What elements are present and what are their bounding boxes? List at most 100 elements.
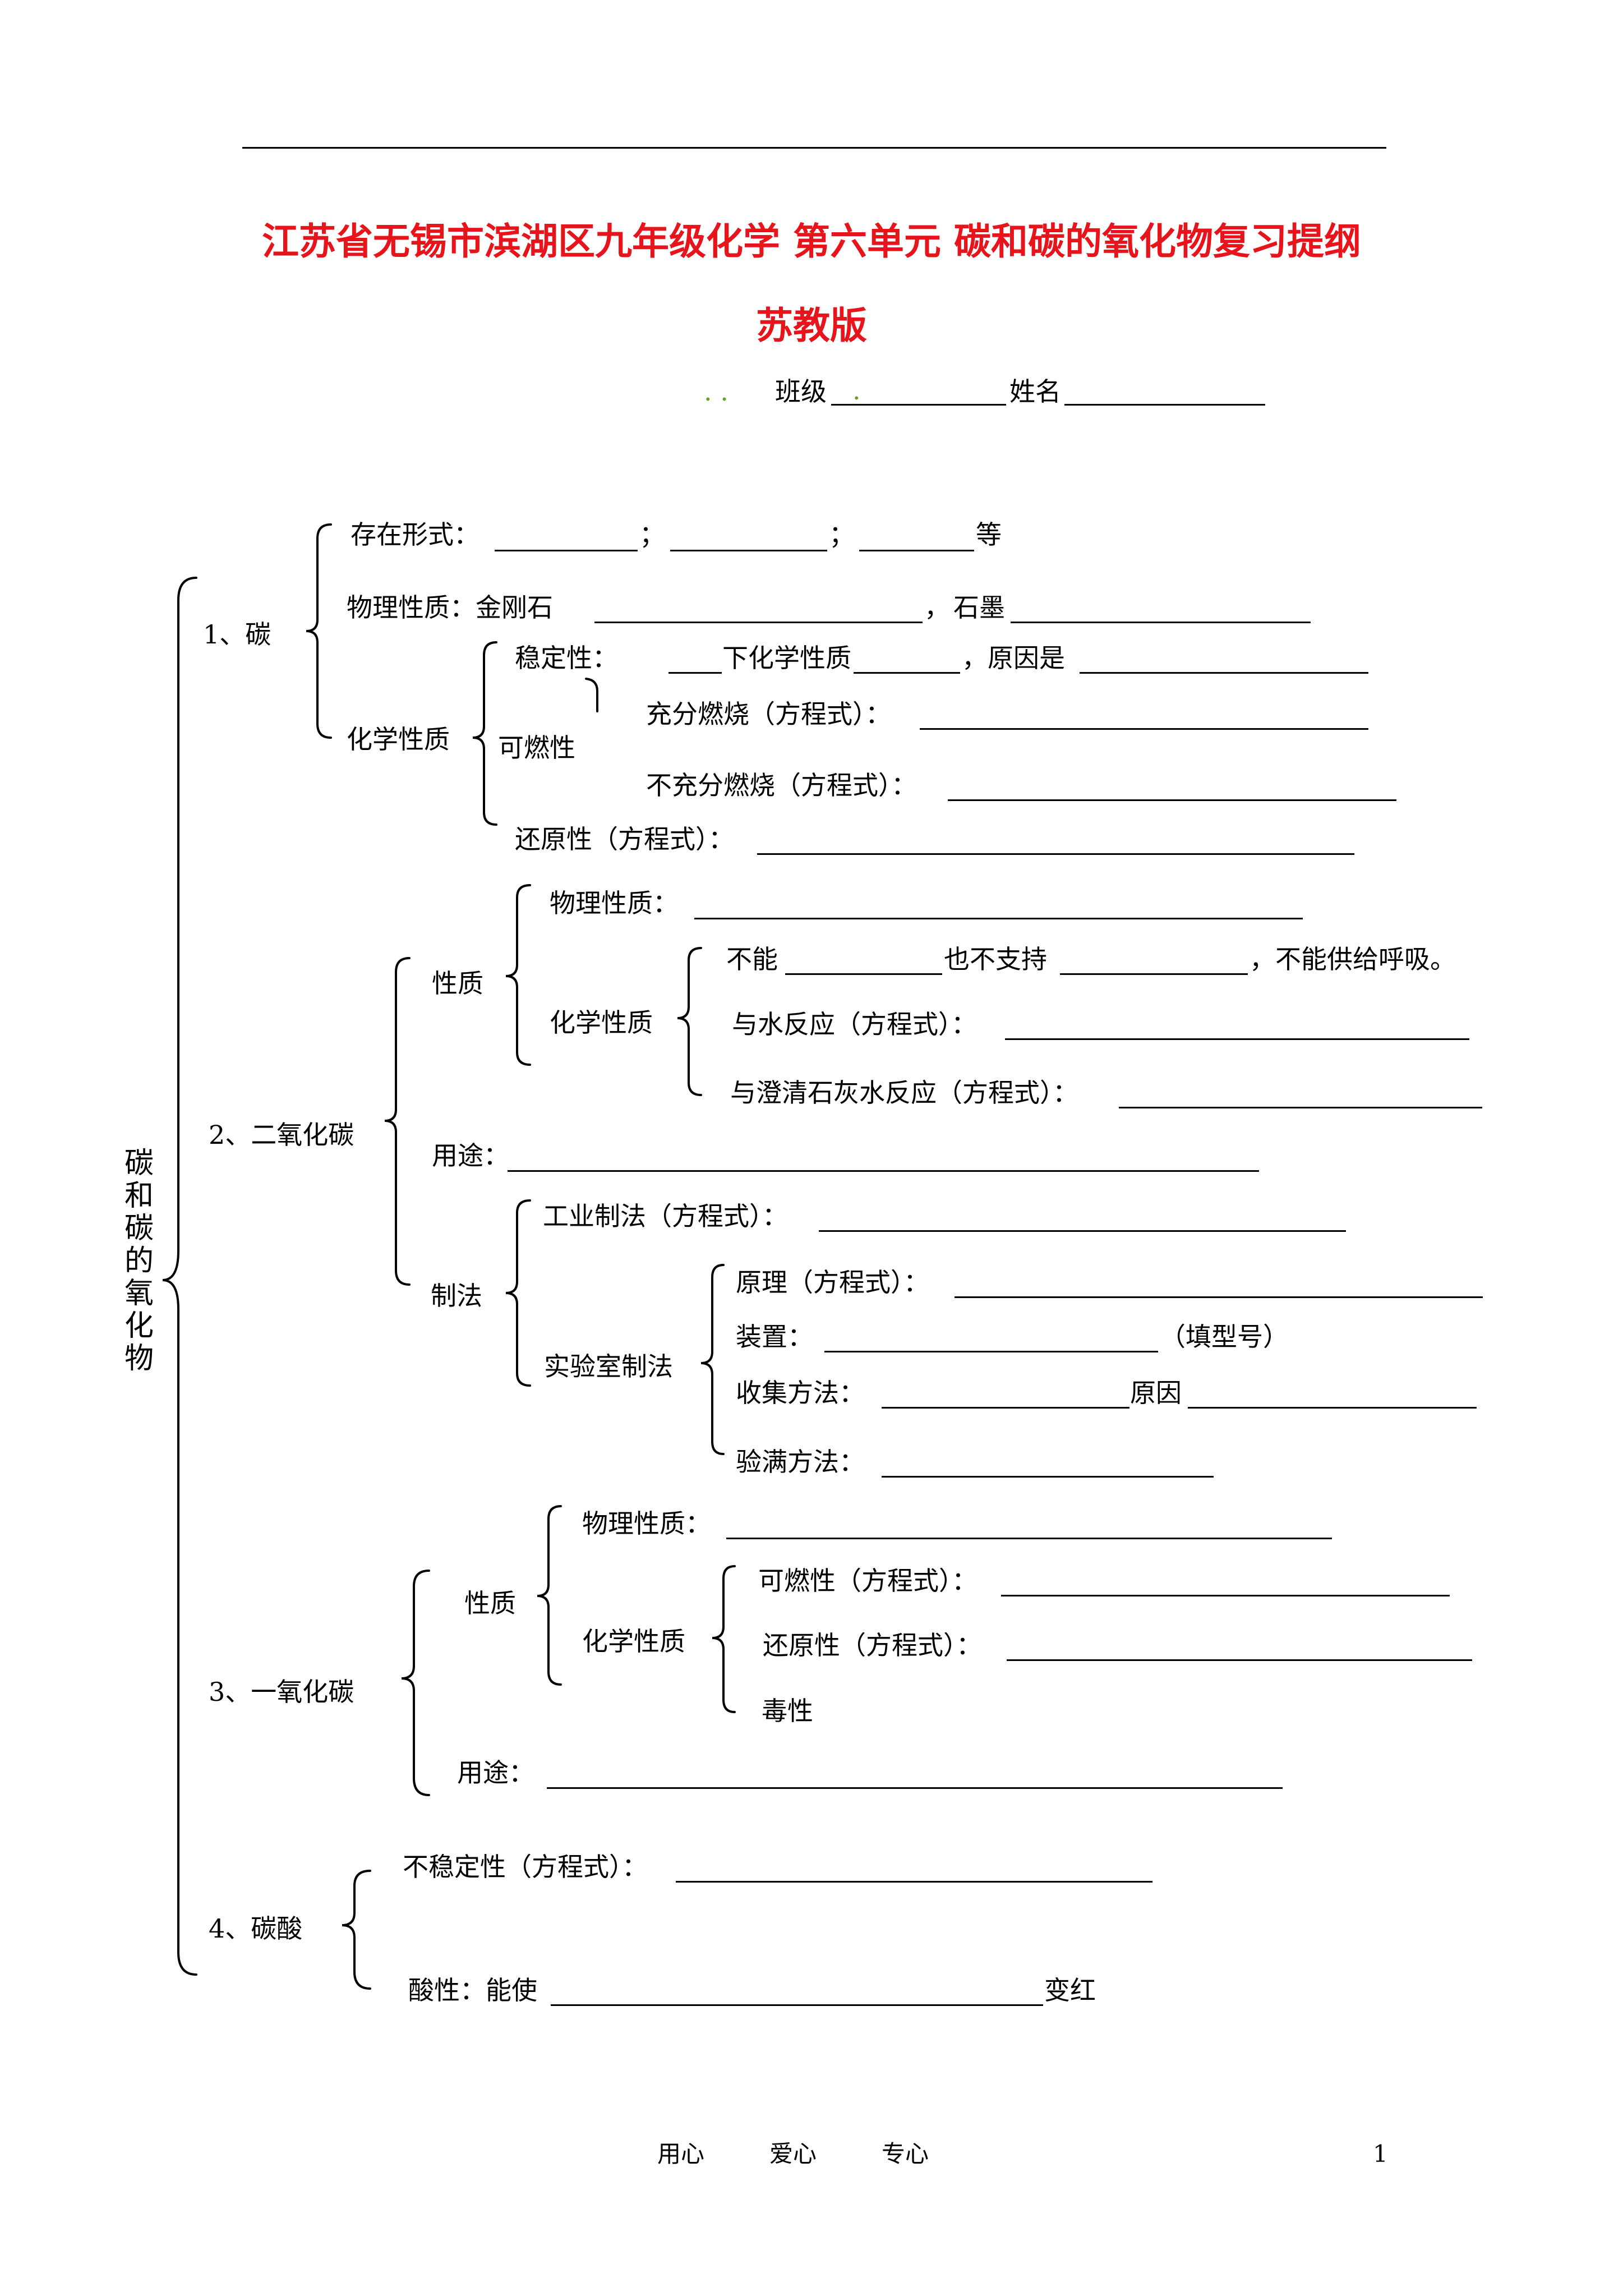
carbon-exist-sep1: ；: [639, 519, 665, 550]
flammable-brace: [585, 678, 598, 712]
co2-device-blank[interactable]: [824, 1351, 1158, 1352]
carbon-phys-label: 物理性质：金刚石: [347, 592, 553, 623]
co-reduce-blank[interactable]: [1007, 1659, 1472, 1661]
co-chem-label: 化学性质: [582, 1626, 685, 1657]
co2-reason-blank[interactable]: [1188, 1407, 1477, 1409]
class-label: 班级: [775, 376, 827, 407]
carbon-exist-blank-2[interactable]: [670, 550, 827, 551]
page-number: 1: [1373, 2140, 1388, 2168]
carbon-graphite-blank[interactable]: [1011, 622, 1311, 623]
carbon-exist-sep2: ；: [829, 519, 855, 550]
carbon-stable-blank-2[interactable]: [854, 672, 960, 674]
carbon-full-burn-label: 充分燃烧（方程式）：: [646, 699, 891, 729]
name-label: 姓名: [1009, 376, 1061, 407]
h2co3-unstable-blank[interactable]: [676, 1881, 1152, 1883]
carbon-stable-blank-1[interactable]: [668, 672, 722, 674]
co2-label: 2、二氧化碳: [209, 1120, 354, 1150]
h2co3-label: 4、碳酸: [209, 1913, 303, 1944]
root-label: 碳和碳的氧化物: [124, 1147, 154, 1375]
co2-check-full-label: 验满方法：: [736, 1447, 865, 1477]
co2-lab-brace: [700, 1264, 725, 1455]
carbon-chem-label: 化学性质: [347, 724, 450, 754]
co2-phys-blank[interactable]: [694, 918, 1303, 919]
co2-collect-label: 收集方法：: [736, 1378, 865, 1408]
co-toxic-label: 毒性: [762, 1696, 813, 1726]
co2-cannot-label: 不能: [726, 944, 778, 974]
header-rule: [242, 147, 1386, 149]
carbon-stable-reason-blank[interactable]: [1080, 672, 1368, 674]
footer-word-3: 专心: [882, 2140, 929, 2168]
co2-chem-label: 化学性质: [550, 1007, 653, 1038]
co-prop-brace: [537, 1505, 562, 1686]
carbon-exist-deng: 等: [976, 519, 1002, 550]
co2-use-label: 用途：: [432, 1140, 509, 1171]
header-dots: . .: [704, 376, 728, 407]
carbon-stable-mid: 下化学性质: [722, 643, 851, 673]
co2-reason-label: 原因: [1130, 1378, 1182, 1408]
co2-principle-blank[interactable]: [955, 1296, 1483, 1298]
carbon-reduce-label: 还原性（方程式）：: [515, 824, 734, 854]
co2-prop-label: 性质: [432, 968, 483, 999]
h2co3-brace: [342, 1870, 371, 1990]
co2-collect-blank[interactable]: [882, 1407, 1129, 1409]
carbon-partial-burn-label: 不充分燃烧（方程式）：: [646, 770, 917, 800]
h2co3-unstable-label: 不稳定性（方程式）：: [403, 1852, 648, 1882]
carbon-chem-brace: [472, 641, 497, 826]
co-chem-brace: [712, 1565, 736, 1713]
co2-make-brace: [505, 1199, 531, 1387]
co2-make-label: 制法: [431, 1281, 482, 1311]
header-dot: .: [852, 375, 861, 406]
co2-no-breath: ，不能供给呼吸。: [1249, 944, 1456, 974]
co2-brace: [384, 957, 411, 1286]
co2-check-full-blank[interactable]: [882, 1476, 1214, 1478]
carbon-diamond-blank[interactable]: [594, 622, 923, 623]
co2-industrial-label: 工业制法（方程式）：: [543, 1201, 788, 1231]
co2-phys-label: 物理性质：: [550, 888, 679, 918]
page-subtitle: 苏教版: [756, 303, 867, 347]
co2-water-label: 与水反应（方程式）：: [732, 1009, 977, 1039]
carbon-phys-comma: ，: [924, 592, 950, 623]
co-brace: [401, 1570, 430, 1796]
carbon-flammable-label: 可燃性: [498, 733, 575, 763]
carbon-exist-blank-1[interactable]: [495, 550, 638, 551]
co2-industrial-blank[interactable]: [819, 1230, 1346, 1232]
co2-nor-support-blank[interactable]: [1060, 973, 1248, 975]
page-title: 江苏省无锡市滨湖区九年级化学 第六单元 碳和碳的氧化物复习提纲: [262, 219, 1361, 263]
co2-water-blank[interactable]: [1005, 1038, 1469, 1040]
co2-chem-brace: [677, 947, 702, 1096]
footer-word-1: 用心: [657, 2140, 705, 2168]
carbon-reduce-blank[interactable]: [757, 853, 1354, 855]
co-use-blank[interactable]: [547, 1787, 1283, 1789]
co2-lab-label: 实验室制法: [544, 1351, 673, 1382]
carbon-exist-blank-3[interactable]: [859, 550, 974, 551]
name-blank[interactable]: [1064, 404, 1265, 406]
co2-nor-support-label: 也不支持: [944, 944, 1047, 974]
co-use-label: 用途：: [457, 1757, 534, 1788]
carbon-full-burn-blank[interactable]: [920, 728, 1368, 730]
carbon-brace: [306, 523, 332, 739]
co2-fill-code: （填型号）: [1160, 1322, 1289, 1352]
co2-limewater-label: 与澄清石灰水反应（方程式）：: [730, 1078, 1078, 1108]
co2-limewater-blank[interactable]: [1119, 1107, 1482, 1108]
h2co3-turn-red: 变红: [1044, 1975, 1096, 2005]
carbon-partial-burn-blank[interactable]: [948, 799, 1396, 801]
root-brace: [162, 577, 197, 1976]
co-flammable-blank[interactable]: [1001, 1595, 1450, 1596]
h2co3-acid-blank[interactable]: [551, 2004, 1043, 2006]
co2-prop-brace: [505, 884, 531, 1066]
co-label: 3、一氧化碳: [209, 1677, 354, 1707]
co-reduce-label: 还原性（方程式）：: [763, 1630, 982, 1660]
h2co3-acid-label: 酸性：能使: [408, 1975, 537, 2005]
carbon-label: 1、碳: [203, 619, 271, 650]
footer-word-2: 爱心: [769, 2140, 817, 2168]
co2-use-blank[interactable]: [508, 1170, 1259, 1172]
carbon-stable-reason: ，原因是: [962, 643, 1065, 673]
co2-principle-label: 原理（方程式）：: [736, 1267, 929, 1297]
co-flammable-label: 可燃性（方程式）：: [758, 1566, 978, 1596]
co-phys-blank[interactable]: [726, 1538, 1332, 1539]
carbon-graphite-label: 石墨: [953, 592, 1005, 623]
co2-device-label: 装置：: [736, 1322, 813, 1352]
class-blank[interactable]: [831, 404, 1006, 406]
co2-cannot-blank[interactable]: [785, 973, 942, 975]
